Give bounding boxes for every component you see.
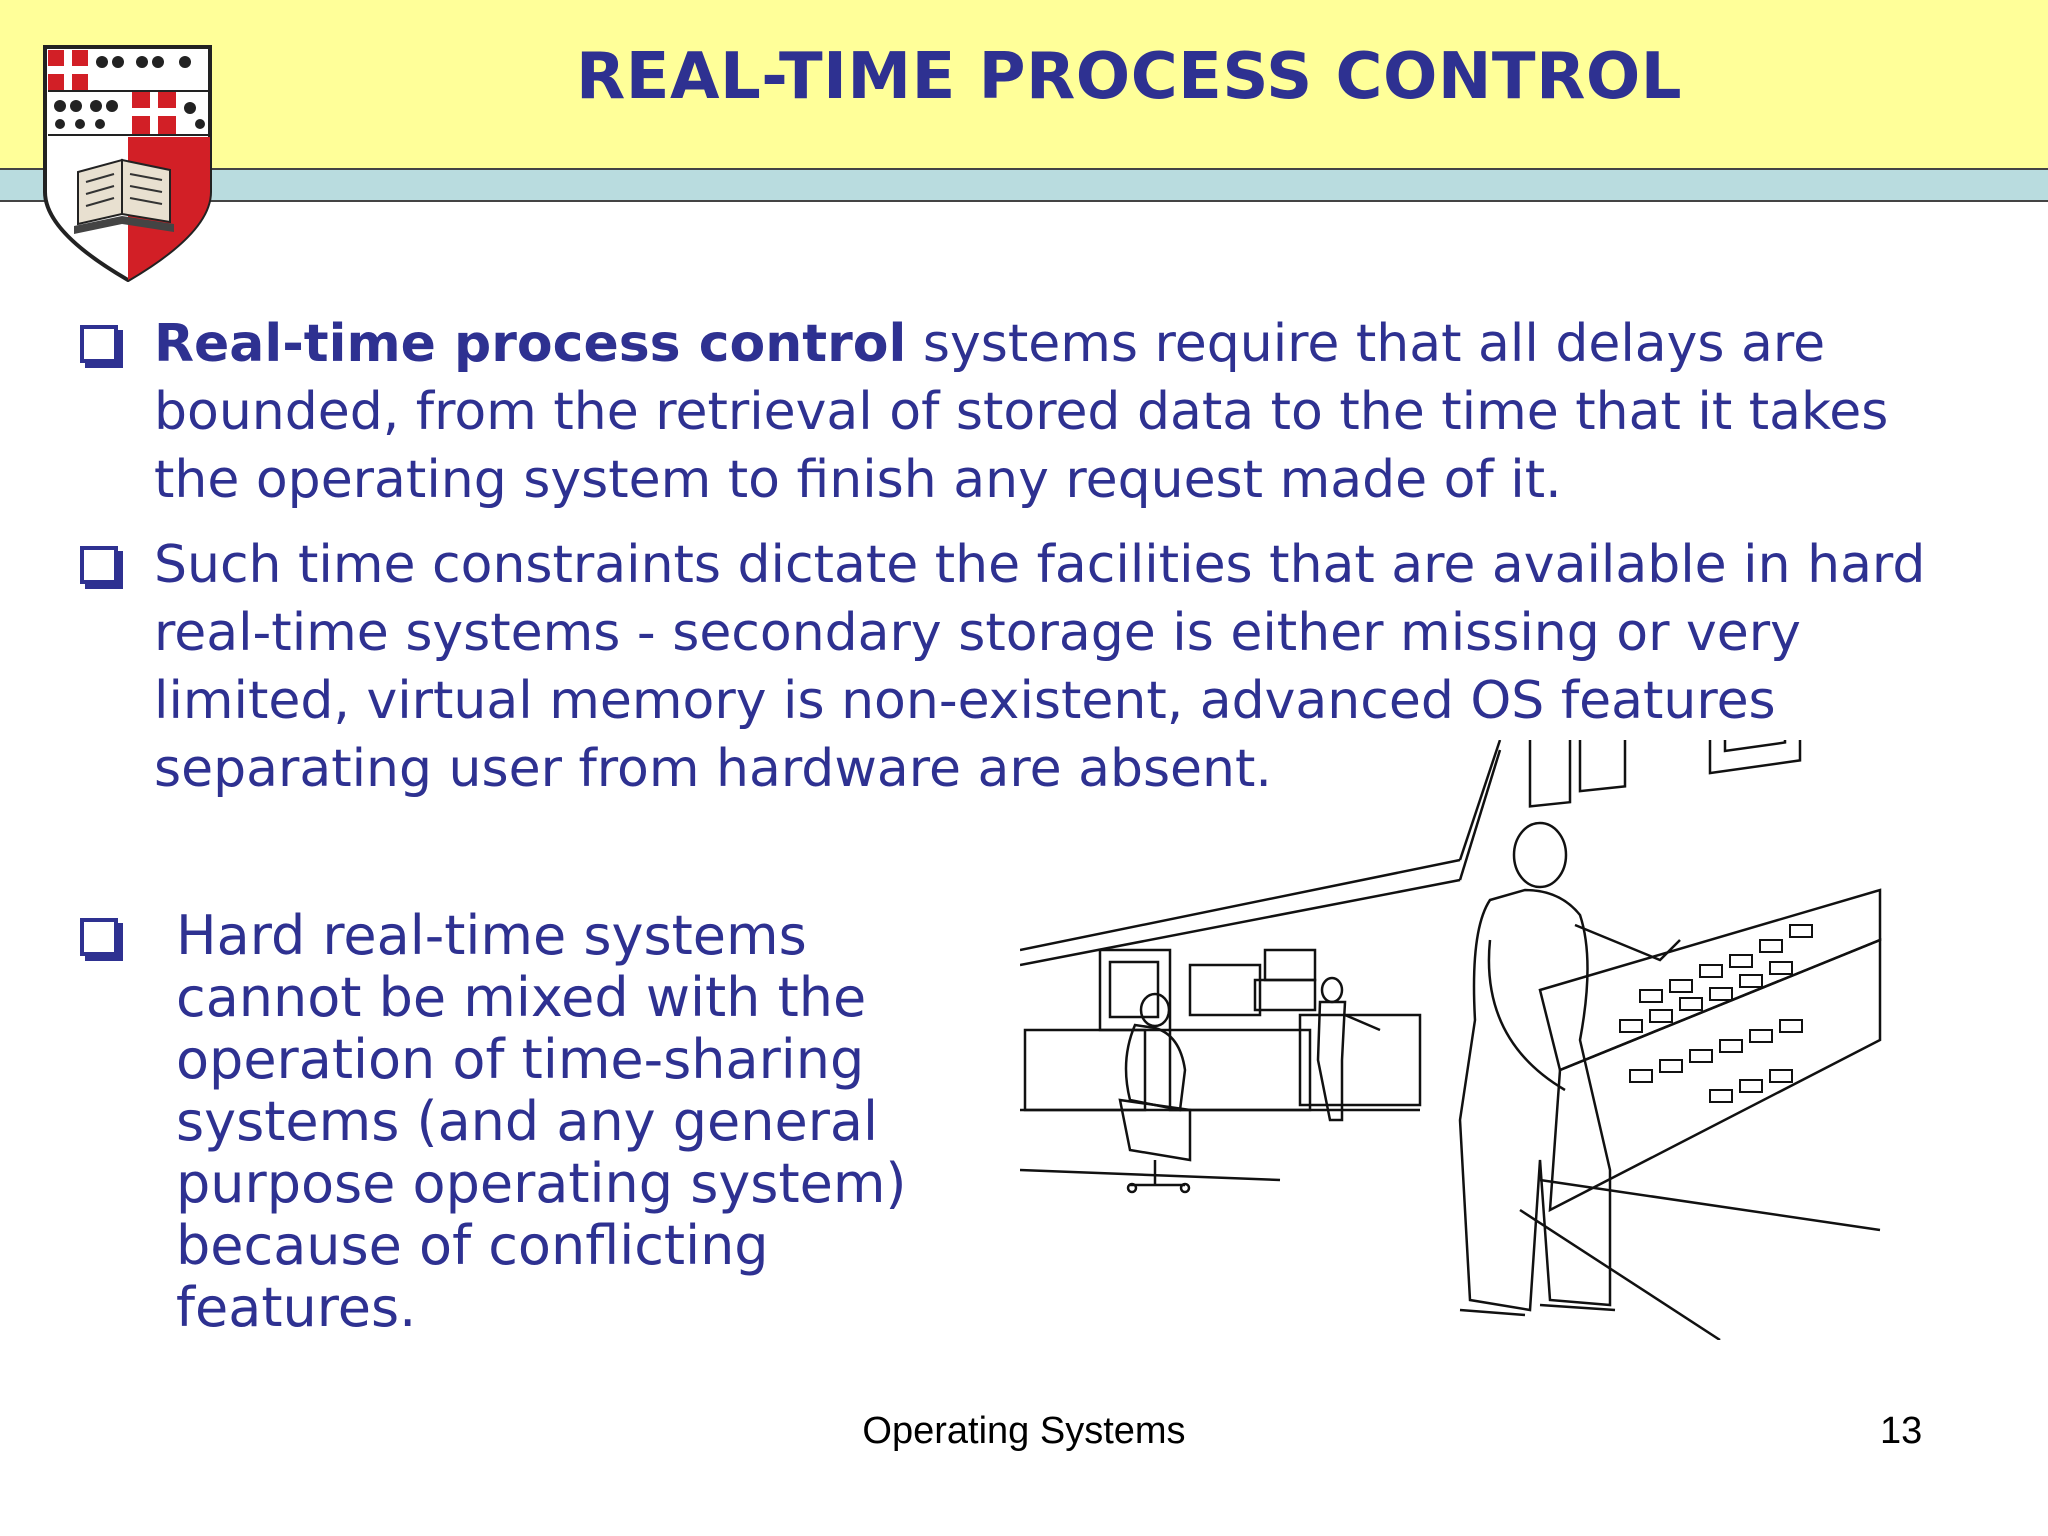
university-crest (43, 45, 212, 282)
footer-title: Operating Systems (862, 1410, 1186, 1452)
checkbox-bullet-icon (80, 918, 118, 956)
checkbox-bullet-icon (80, 325, 118, 363)
bullet-3-text: Hard real-time systems cannot be mixed w… (176, 904, 907, 1339)
bullet-2-text: Such time constraints dictate the facili… (154, 535, 1926, 799)
slide-title: REAL-TIME PROCESS CONTROL (575, 40, 1683, 114)
bullet-1-text: systems require that all delays are boun… (154, 314, 1889, 510)
header-band (0, 0, 2048, 170)
bullet-3: Hard real-time systems cannot be mixed w… (176, 905, 976, 1339)
bullet-1-bold: Real-time process control (154, 314, 907, 374)
bullet-2: Such time constraints dictate the facili… (154, 531, 1974, 803)
bullet-1: Real-time process control systems requir… (154, 310, 1974, 514)
page-number: 13 (1880, 1410, 1923, 1452)
checkbox-bullet-icon (80, 546, 118, 584)
header-stripe (0, 170, 2048, 202)
control-room-illustration (1020, 740, 1882, 1340)
